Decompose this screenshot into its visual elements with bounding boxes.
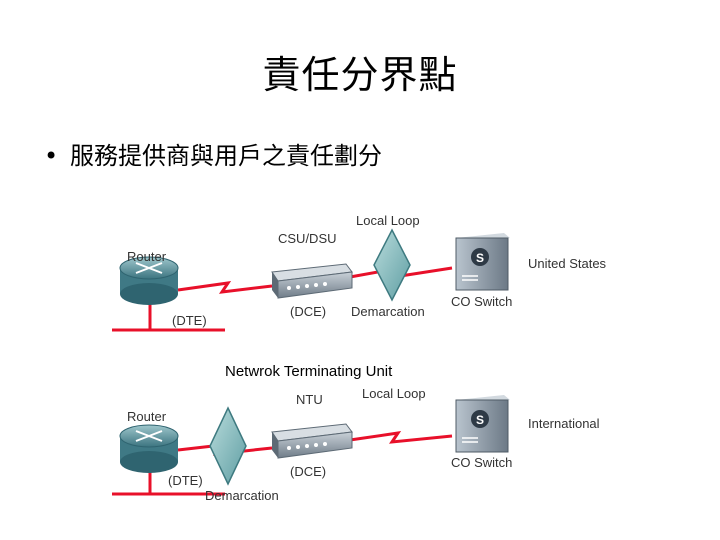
bullet-item: • 服務提供商與用戶之責任劃分	[44, 136, 382, 171]
bottom-router-icon	[119, 424, 179, 473]
top-demarcation-diamond	[373, 228, 411, 302]
bottom-router-label: Router	[127, 409, 167, 424]
bottom-demarcation-diamond	[209, 406, 247, 486]
bottom-co-switch-label: CO Switch	[451, 455, 512, 470]
top-csu-dsu-icon	[271, 263, 353, 299]
bottom-dce-label: (DCE)	[290, 464, 326, 479]
top-switch-letter: S	[476, 251, 484, 265]
top-local-loop-label: Local Loop	[356, 213, 420, 228]
bottom-ntu-icon	[271, 423, 353, 459]
bottom-link-ntu-switch	[349, 431, 453, 444]
top-demarcation-label: Demarcation	[351, 304, 425, 319]
bottom-scenario: S Router (DTE) NTU (DCE) Local Loop Dema…	[112, 386, 600, 503]
top-co-switch-icon: S	[455, 233, 510, 291]
bottom-router-ground-line	[112, 470, 225, 496]
slide-title: 責任分界點	[262, 53, 458, 97]
top-router-icon	[119, 256, 179, 305]
top-dce-label: (DCE)	[290, 304, 326, 319]
bottom-local-loop-label: Local Loop	[362, 386, 426, 401]
ntu-caption: Netwrok Terminating Unit	[225, 363, 393, 380]
bullet-text: 服務提供商與用戶之責任劃分	[70, 142, 382, 170]
top-link-router-csu	[177, 281, 273, 294]
top-router-ground-line	[112, 300, 225, 332]
bottom-co-switch-icon: S	[455, 395, 510, 453]
bottom-dte-label: (DTE)	[168, 473, 203, 488]
bottom-region-label: International	[528, 416, 600, 431]
top-csu-dsu-label: CSU/DSU	[278, 231, 337, 246]
top-region-label: United States	[528, 256, 607, 271]
bottom-demarcation-label: Demarcation	[205, 488, 279, 503]
bullet-dot: •	[44, 142, 59, 170]
bottom-switch-letter: S	[476, 413, 484, 427]
top-co-switch-label: CO Switch	[451, 294, 512, 309]
top-scenario: S Router (DTE) CSU/DSU (DCE) Local Loop …	[112, 213, 607, 332]
top-dte-label: (DTE)	[172, 313, 207, 328]
bottom-ntu-label: NTU	[296, 392, 323, 407]
top-router-label: Router	[127, 249, 167, 264]
